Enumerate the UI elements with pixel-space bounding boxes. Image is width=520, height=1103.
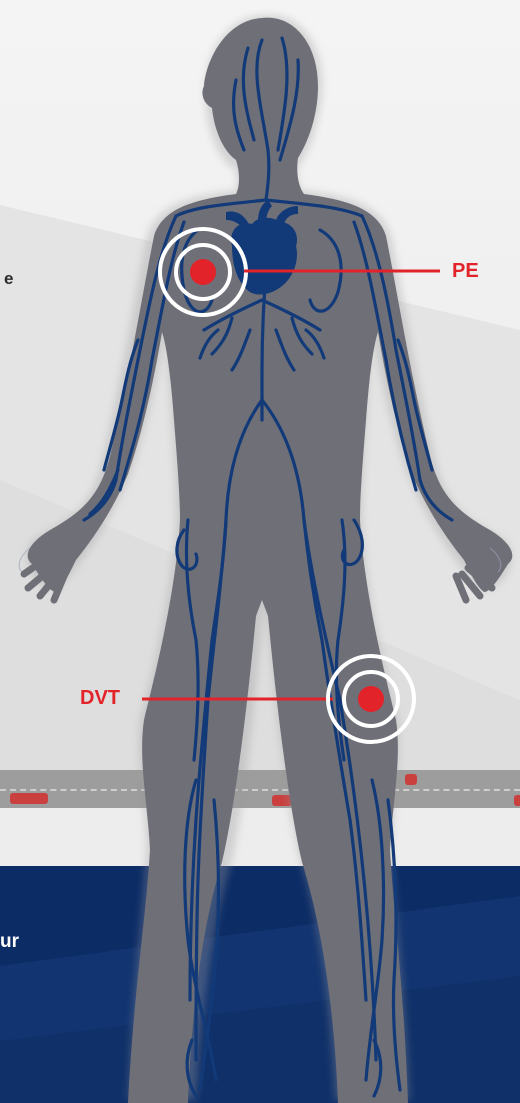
dvt-label: DVT — [80, 687, 120, 710]
body-silhouette — [28, 18, 513, 1103]
pe-label: PE — [452, 260, 479, 283]
